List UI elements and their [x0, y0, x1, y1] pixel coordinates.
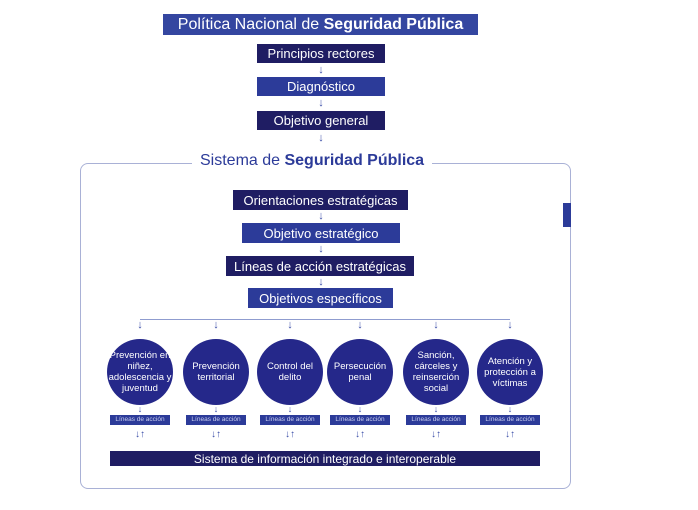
side-tab: [563, 203, 571, 227]
arrow-down-icon: ↓: [357, 404, 363, 414]
step-objetivos-especificos: Objetivos específicos: [248, 288, 393, 308]
step-principios: Principios rectores: [257, 44, 385, 63]
axis-circle: Prevención territorial: [183, 339, 249, 405]
arrow-down-icon: ↓: [357, 319, 363, 331]
step-label: Principios rectores: [267, 46, 375, 61]
arrow-down-icon: ↓: [137, 404, 143, 414]
arrow-down-icon: ↓: [318, 97, 324, 109]
arrow-down-icon: ↓: [287, 404, 293, 414]
step-label: Objetivos específicos: [259, 290, 382, 306]
step-label: Objetivo general: [273, 113, 369, 128]
lineas-de-accion-box: Líneas de acción: [406, 415, 466, 425]
arrow-down-icon: ↓: [318, 132, 324, 144]
title-regular: Política Nacional de: [177, 15, 324, 33]
bidirectional-arrow-icon: ↓↑: [505, 429, 515, 440]
arrow-down-icon: ↓: [213, 404, 219, 414]
step-diagnostico: Diagnóstico: [257, 77, 385, 96]
arrow-down-icon: ↓: [507, 404, 513, 414]
bidirectional-arrow-icon: ↓↑: [355, 429, 365, 440]
policy-title: Política Nacional de Seguridad Pública: [163, 14, 478, 35]
step-objetivo-estrategico: Objetivo estratégico: [242, 223, 400, 243]
step-orientaciones: Orientaciones estratégicas: [233, 190, 408, 210]
axis-label: Atención y protección a víctimas: [484, 355, 536, 389]
title-bold: Seguridad Pública: [323, 15, 464, 33]
axis-label: Prevención en niñez, adolescencia y juve…: [108, 350, 172, 394]
bidirectional-arrow-icon: ↓↑: [285, 429, 295, 440]
step-label: Orientaciones estratégicas: [243, 192, 398, 208]
arrow-down-icon: ↓: [318, 243, 324, 255]
axis-label: Persecución penal: [333, 361, 387, 383]
bidirectional-arrow-icon: ↓↑: [211, 429, 221, 440]
step-label: Diagnóstico: [287, 79, 355, 94]
step-label: Objetivo estratégico: [263, 225, 379, 241]
step-label: Líneas de acción estratégicas: [234, 258, 406, 274]
lineas-de-accion-box: Líneas de acción: [110, 415, 170, 425]
arrow-down-icon: ↓: [507, 319, 513, 331]
system-title-bold: Seguridad Pública: [284, 152, 425, 169]
axis-label: Sanción, cárceles y reinserción social: [412, 350, 460, 394]
bidirectional-arrow-icon: ↓↑: [431, 429, 441, 440]
connector-line: [140, 319, 510, 320]
axis-circle: Sanción, cárceles y reinserción social: [403, 339, 469, 405]
axis-circle: Persecución penal: [327, 339, 393, 405]
axis-label: Control del delito: [267, 361, 313, 383]
step-lineas-estrategicas: Líneas de acción estratégicas: [226, 256, 414, 276]
axis-circle: Control del delito: [257, 339, 323, 405]
system-frame: [80, 163, 571, 489]
lineas-de-accion-box: Líneas de acción: [260, 415, 320, 425]
arrow-down-icon: ↓: [287, 319, 293, 331]
bidirectional-arrow-icon: ↓↑: [135, 429, 145, 440]
arrow-down-icon: ↓: [318, 210, 324, 222]
lineas-de-accion-box: Líneas de acción: [186, 415, 246, 425]
arrow-down-icon: ↓: [433, 319, 439, 331]
arrow-down-icon: ↓: [318, 276, 324, 288]
lineas-de-accion-box: Líneas de acción: [330, 415, 390, 425]
arrow-down-icon: ↓: [213, 319, 219, 331]
axis-label: Prevención territorial: [192, 361, 240, 383]
arrow-down-icon: ↓: [137, 319, 143, 331]
information-system-bar: Sistema de información integrado e inter…: [110, 451, 540, 466]
system-title-regular: Sistema de: [200, 152, 285, 169]
arrow-down-icon: ↓: [318, 64, 324, 76]
system-title: Sistema de Seguridad Pública: [192, 152, 433, 170]
bottom-bar-label: Sistema de información integrado e inter…: [193, 451, 457, 466]
axis-circle: Prevención en niñez, adolescencia y juve…: [107, 339, 173, 405]
lineas-de-accion-box: Líneas de acción: [480, 415, 540, 425]
axis-circle: Atención y protección a víctimas: [477, 339, 543, 405]
step-objetivo-general: Objetivo general: [257, 111, 385, 130]
arrow-down-icon: ↓: [433, 404, 439, 414]
